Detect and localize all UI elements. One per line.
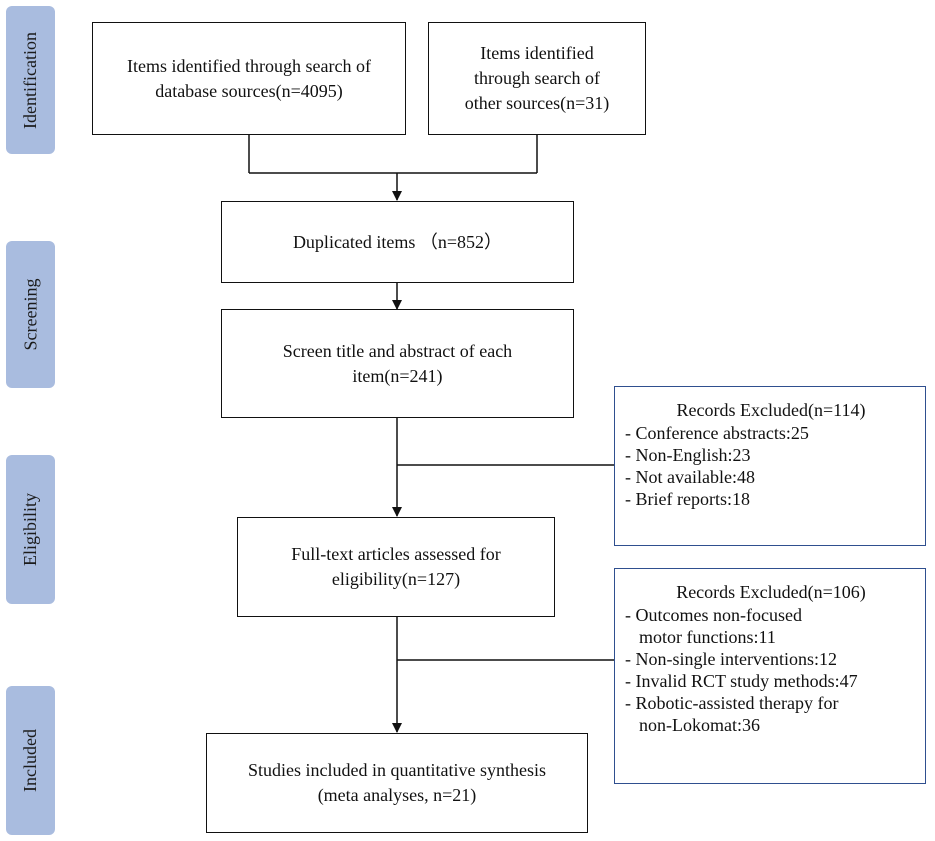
exclusion-title: Records Excluded(n=114) (676, 400, 866, 420)
phase-identification: Identification (6, 6, 55, 154)
exclusion-item: - Brief reports:18 (625, 489, 750, 509)
exclusion-item: - Non-single interventions:12 (625, 649, 837, 669)
exclusion-item: - Non-English:23 (625, 445, 751, 465)
box-text: Full-text articles assessed for eligibil… (291, 544, 501, 589)
exclusion-box-2: Records Excluded(n=106) - Outcomes non-f… (614, 568, 926, 784)
box-studies-included: Studies included in quantitative synthes… (206, 733, 588, 833)
exclusion-item: - Invalid RCT study methods:47 (625, 671, 858, 691)
box-text: Screen title and abstract of each item(n… (282, 340, 513, 386)
exclusion-item: - Robotic-assisted therapy for non-Lokom… (625, 693, 839, 735)
box-database-sources: Items identified through search of datab… (92, 22, 406, 135)
box-screen-title-abstract: Screen title and abstract of each item(n… (221, 309, 574, 418)
phase-included: Included (6, 686, 55, 835)
exclusion-item: - Conference abstracts:25 (625, 423, 809, 443)
exclusion-box-1: Records Excluded(n=114) - Conference abs… (614, 386, 926, 546)
exclusion-item: - Outcomes non-focused motor functions:1… (625, 605, 802, 647)
box-fulltext-assessed: Full-text articles assessed for eligibil… (237, 517, 555, 617)
box-text: Items identified through search of datab… (127, 55, 371, 101)
box-text: Studies included in quantitative synthes… (248, 760, 546, 805)
phase-screening: Screening (6, 241, 55, 388)
box-text: Items identified through search of other… (464, 43, 610, 113)
exclusion-item: - Not available:48 (625, 467, 755, 487)
box-other-sources: Items identified through search of other… (428, 22, 646, 135)
box-text: Duplicated items （n=852） (292, 231, 503, 252)
box-duplicated-items: Duplicated items （n=852） (221, 201, 574, 283)
phase-eligibility: Eligibility (6, 455, 55, 604)
exclusion-title: Records Excluded(n=106) (676, 582, 866, 602)
